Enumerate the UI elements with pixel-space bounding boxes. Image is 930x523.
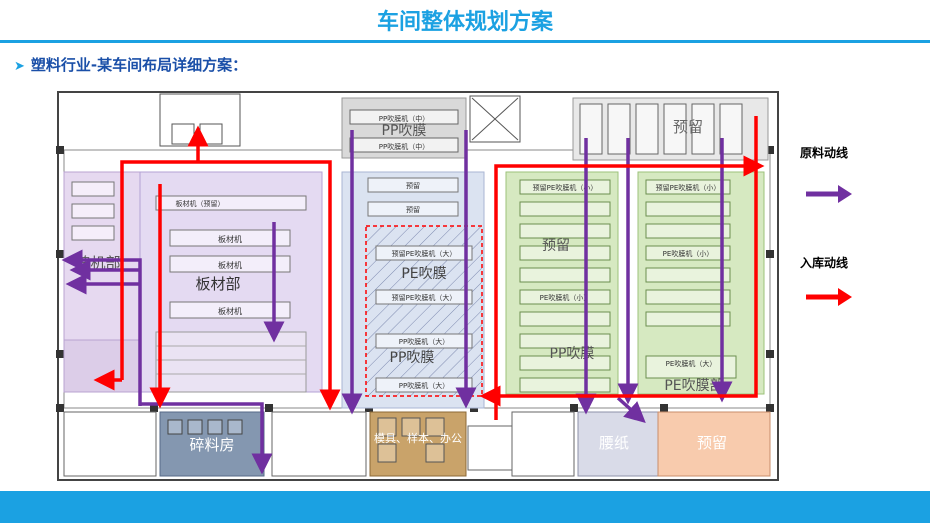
storage-flow-line-3 <box>120 160 341 411</box>
legend-storage-label: 入库动线 <box>800 256 849 270</box>
room-mold-office-label: 模具、样本、办公 <box>374 431 462 445</box>
page-title: 车间整体规划方案 <box>376 10 553 35</box>
zone-board-reserve: 板材机（预留） <box>176 199 225 208</box>
elevator-top-left <box>171 123 195 145</box>
legend-raw-arrow <box>806 185 852 203</box>
storage-flow-line-1 <box>494 155 765 420</box>
room-paper-label: 腰纸 <box>599 434 629 452</box>
zone-right-green-label: PE吹膜部 <box>664 378 723 394</box>
zone-pe-reserve1: 预留 <box>406 181 420 190</box>
raw-flow-line-11 <box>616 396 646 424</box>
zone-pe-big2: 预留PE吹膜机（大） <box>392 293 457 302</box>
zone-pe-reserve2: 预留 <box>406 205 420 214</box>
room-bottom-stairs <box>467 425 513 471</box>
zone-mid-green-m1: 预留PE吹膜机（小） <box>533 183 598 192</box>
zone-board-m2: 板材机 <box>218 260 242 270</box>
zone-left-stripe <box>63 339 141 393</box>
title-divider <box>0 40 930 43</box>
room-bottom-mid <box>511 411 575 477</box>
zone-board-m3: 板材机 <box>218 306 242 316</box>
zone-pe-blow-label: PE吹膜 <box>401 266 446 282</box>
zone-mid-green-reserve: 预留 <box>542 238 570 254</box>
zone-pp-top-m1: PP吹膜机（中） <box>379 114 429 123</box>
raw-flow-line-6 <box>61 249 142 406</box>
legend-raw-label: 原料动线 <box>800 146 849 160</box>
zone-pp-mid-m1: PP吹膜机（大） <box>399 337 449 346</box>
zone-pp-top-m2: PP吹膜机（中） <box>379 142 429 151</box>
section-subtitle-text: 塑料行业-某车间布局详细方案： <box>30 56 248 74</box>
zone-pp-top-label: PP吹膜 <box>382 123 427 139</box>
zone-reserve-top-right-label: 预留 <box>673 118 703 136</box>
zone-pe-big1: 预留PE吹膜机（大） <box>392 249 457 258</box>
room-bottom-left <box>63 411 157 477</box>
room-crush-label: 碎料房 <box>189 436 234 454</box>
zone-board-m1: 板材机 <box>218 234 242 244</box>
zone-mid-green-m2: PE吹膜机（小） <box>540 293 591 302</box>
bullet-arrow-icon: ➤ <box>14 59 25 74</box>
room-bottom-wc <box>271 411 367 477</box>
zone-right-green-m2: PE吹膜机（小） <box>663 249 714 258</box>
elevator-top-left-2 <box>199 123 223 145</box>
zone-mid-green-pp: PP吹膜 <box>550 346 595 362</box>
zone-right-green-m1: 预留PE吹膜机（小） <box>656 183 721 192</box>
zone-board-dept-label: 板材部 <box>195 275 240 293</box>
legend-storage-arrow <box>806 288 852 306</box>
zone-right-green-big: PE吹膜机（大） <box>666 359 717 368</box>
room-reserve-bottom-label: 预留 <box>697 434 727 452</box>
raw-flow-line-9 <box>140 402 273 475</box>
zone-pp-mid-label: PP吹膜 <box>390 350 435 366</box>
zone-pp-mid-m2: PP吹膜机（大） <box>399 381 449 390</box>
section-subtitle: ➤ 塑料行业-某车间布局详细方案： <box>14 54 247 75</box>
room-reserve-bottom <box>657 411 771 477</box>
footer-bar <box>0 491 930 523</box>
storage-flow-line-2 <box>479 116 758 407</box>
